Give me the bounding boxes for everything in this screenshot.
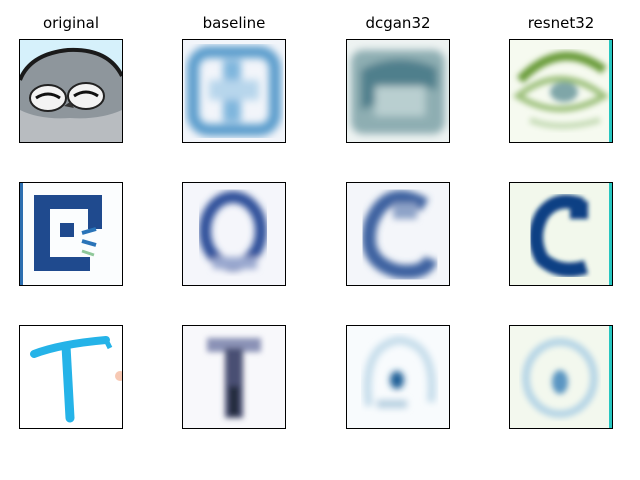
- column-title-original: original: [42, 14, 100, 32]
- column-title-dcgan32: dcgan32: [365, 14, 431, 32]
- faint-blue-circle-icon: [510, 326, 612, 428]
- green-eye-shape-icon: [510, 40, 612, 142]
- column-title-baseline: baseline: [202, 14, 266, 32]
- blurry-blue-c-icon: [347, 183, 449, 285]
- image-row3-baseline: [182, 325, 286, 429]
- image-row3-dcgan32: [346, 325, 450, 429]
- blurry-dark-i-icon: [183, 326, 285, 428]
- image-row3-resnet32: [509, 325, 613, 429]
- blue-letter-c-icon: [510, 183, 612, 285]
- penguin-avatar-icon: [20, 40, 122, 142]
- image-row2-dcgan32: [346, 182, 450, 286]
- image-row1-dcgan32: [346, 39, 450, 143]
- faint-blue-glyph-icon: [347, 326, 449, 428]
- blurry-teal-square-icon: [347, 40, 449, 142]
- image-row2-baseline: [182, 182, 286, 286]
- image-row2-resnet32: [509, 182, 613, 286]
- image-row1-resnet32: [509, 39, 613, 143]
- image-row1-original: [19, 39, 123, 143]
- dark-blue-letter-glyph-icon: [20, 183, 122, 285]
- blurry-blue-o-icon: [183, 183, 285, 285]
- blurry-blue-square-icon: [183, 40, 285, 142]
- image-row1-baseline: [182, 39, 286, 143]
- image-row3-original: [19, 325, 123, 429]
- image-row2-original: [19, 182, 123, 286]
- column-title-resnet32: resnet32: [527, 14, 595, 32]
- light-blue-letter-t-icon: [20, 326, 122, 428]
